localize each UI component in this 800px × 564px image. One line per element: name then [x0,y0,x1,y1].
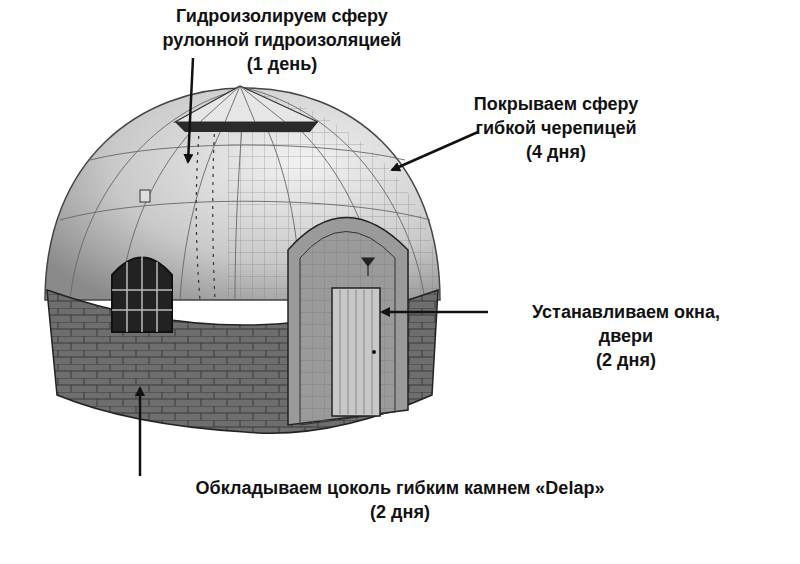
top-cap [200,86,285,122]
vent [140,190,150,202]
duration-text: (2 дня) [526,348,726,372]
duration-text: (4 дня) [456,140,656,164]
callout-text: Устанавливаем окна, двери [510,300,742,348]
leader-arrows [140,58,488,476]
top-cap [175,122,318,132]
window [112,252,172,332]
duration-text: (2 дня) [300,500,500,524]
waterproofing-strip [213,118,215,300]
callout-text: Гидроизолируем сферу рулонной гидроизоля… [137,4,427,52]
duration-text: (1 день) [182,52,382,76]
waterproofing-strip [196,120,200,300]
top-cap [175,86,318,122]
callout-text: Обкладываем цоколь гибким камнем «Delap» [30,476,770,500]
door-portal [288,218,408,426]
callout-text: Покрываем сферу гибкой черепицей [456,92,656,140]
